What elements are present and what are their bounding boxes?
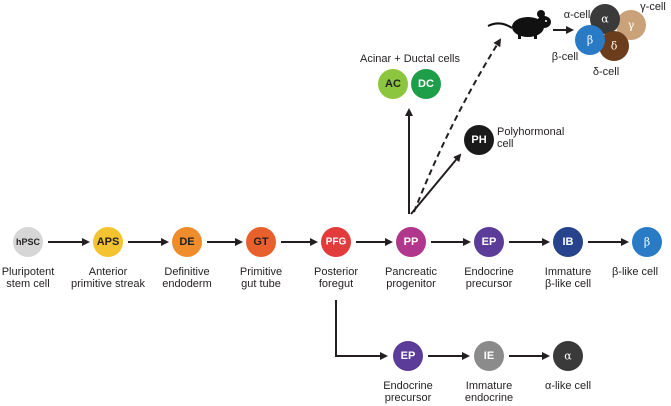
ep-label-2: precursor xyxy=(466,278,513,290)
lower-ep-circle xyxy=(393,341,423,371)
ep-abbr: EP xyxy=(482,236,497,248)
de-label-1: Definitive xyxy=(164,266,209,278)
beta-circle xyxy=(575,25,605,55)
pp-label-2: progenitor xyxy=(386,278,436,290)
ie-circle xyxy=(474,341,504,371)
de-label-2: endoderm xyxy=(162,278,212,290)
ph-abbr: PH xyxy=(471,134,486,146)
gamma-symbol: γ xyxy=(628,19,635,32)
ac-abbr: AC xyxy=(385,78,401,90)
main-row: hPSC Pluripotent stem cell APS Anterior … xyxy=(2,227,662,290)
node-alpha-like: α α-like cell xyxy=(545,341,591,392)
ib-circle xyxy=(553,227,583,257)
node-gt: GT Primitive gut tube xyxy=(240,227,282,290)
de-circle xyxy=(172,227,202,257)
pp-abbr: PP xyxy=(404,236,419,248)
ie-label-1: Immature xyxy=(466,380,512,392)
ie-abbr: IE xyxy=(484,350,494,362)
node-pfg: PFG Posterior foregut xyxy=(314,227,358,290)
polyhormonal-group: PH Polyhormonal cell xyxy=(464,125,564,155)
lower-row: EP Endocrine precursor IE Immature endoc… xyxy=(335,300,591,404)
de-abbr: DE xyxy=(179,236,194,248)
beta-like-label: β-like cell xyxy=(612,266,658,278)
ib-label-1: Immature xyxy=(545,266,591,278)
gamma-circle xyxy=(616,10,646,40)
node-de: DE Definitive endoderm xyxy=(162,227,212,290)
node-lower-ep: EP Endocrine precursor xyxy=(383,341,433,404)
node-pp: PP Pancreatic progenitor xyxy=(385,227,437,290)
delta-symbol: δ xyxy=(611,40,618,53)
ph-label-2: cell xyxy=(497,138,514,150)
aps-label-2: primitive streak xyxy=(71,278,145,290)
beta-like-abbr: β xyxy=(644,236,650,249)
node-aps: APS Anterior primitive streak xyxy=(71,227,145,290)
ph-circle xyxy=(464,125,494,155)
lower-ep-label-2: precursor xyxy=(385,392,432,404)
ph-label-1: Polyhormonal xyxy=(497,126,564,138)
lower-ep-label-1: Endocrine xyxy=(383,380,433,392)
pfg-circle xyxy=(321,227,351,257)
pp-branches xyxy=(405,38,502,215)
aps-label-1: Anterior xyxy=(89,266,128,278)
node-ep: EP Endocrine precursor xyxy=(464,227,514,290)
arrow-pp-mouse-dashed xyxy=(413,38,502,213)
node-ie: IE Immature endocrine xyxy=(465,341,513,404)
ib-abbr: IB xyxy=(563,236,574,248)
arrow-pfg-lower-ep xyxy=(335,300,388,360)
gt-abbr: GT xyxy=(253,236,269,248)
ie-label-2: endocrine xyxy=(465,392,513,404)
delta-cell-label: δ-cell xyxy=(593,66,619,78)
alpha-like-label: α-like cell xyxy=(545,380,591,392)
arrow-pp-polyhormonal xyxy=(410,153,462,215)
gamma-cell-label: γ-cell xyxy=(640,1,666,13)
beta-like-circle xyxy=(632,227,662,257)
aps-abbr: APS xyxy=(97,236,120,248)
pfg-label-2: foregut xyxy=(319,278,353,290)
alpha-symbol: α xyxy=(601,13,609,26)
beta-cell-label: β-cell xyxy=(552,51,579,63)
beta-symbol: β xyxy=(587,34,593,47)
hpsc-label-1: Pluripotent xyxy=(2,266,55,278)
mouse-icon xyxy=(487,10,551,39)
hpsc-circle xyxy=(13,227,43,257)
dc-abbr: DC xyxy=(418,78,434,90)
node-hpsc: hPSC Pluripotent stem cell xyxy=(2,227,55,290)
pp-label-1: Pancreatic xyxy=(385,266,437,278)
pfg-abbr: PFG xyxy=(326,237,347,248)
lower-ep-abbr: EP xyxy=(401,350,416,362)
islet-cluster: γ α δ β α-cell γ-cell β-cell δ-cell xyxy=(552,1,666,78)
alpha-cell-label: α-cell xyxy=(564,9,591,21)
hpsc-label-2: stem cell xyxy=(6,278,49,290)
ep-circle xyxy=(474,227,504,257)
alpha-circle xyxy=(590,4,620,34)
pfg-label-1: Posterior xyxy=(314,266,358,278)
aps-circle xyxy=(93,227,123,257)
delta-circle xyxy=(599,31,629,61)
dc-circle xyxy=(411,69,441,99)
exocrine-title: Acinar + Ductal cells xyxy=(360,53,460,65)
exocrine-group: Acinar + Ductal cells AC DC xyxy=(360,53,460,99)
gt-circle xyxy=(246,227,276,257)
node-beta-like: β β-like cell xyxy=(612,227,662,278)
gt-label-2: gut tube xyxy=(241,278,281,290)
node-ib: IB Immature β-like cell xyxy=(545,227,591,290)
ep-label-1: Endocrine xyxy=(464,266,514,278)
ac-circle xyxy=(378,69,408,99)
hpsc-abbr: hPSC xyxy=(16,237,41,247)
ib-label-2: β-like cell xyxy=(545,278,591,290)
pp-circle xyxy=(396,227,426,257)
alpha-like-abbr: α xyxy=(564,350,572,363)
gt-label-1: Primitive xyxy=(240,266,282,278)
alpha-like-circle xyxy=(553,341,583,371)
